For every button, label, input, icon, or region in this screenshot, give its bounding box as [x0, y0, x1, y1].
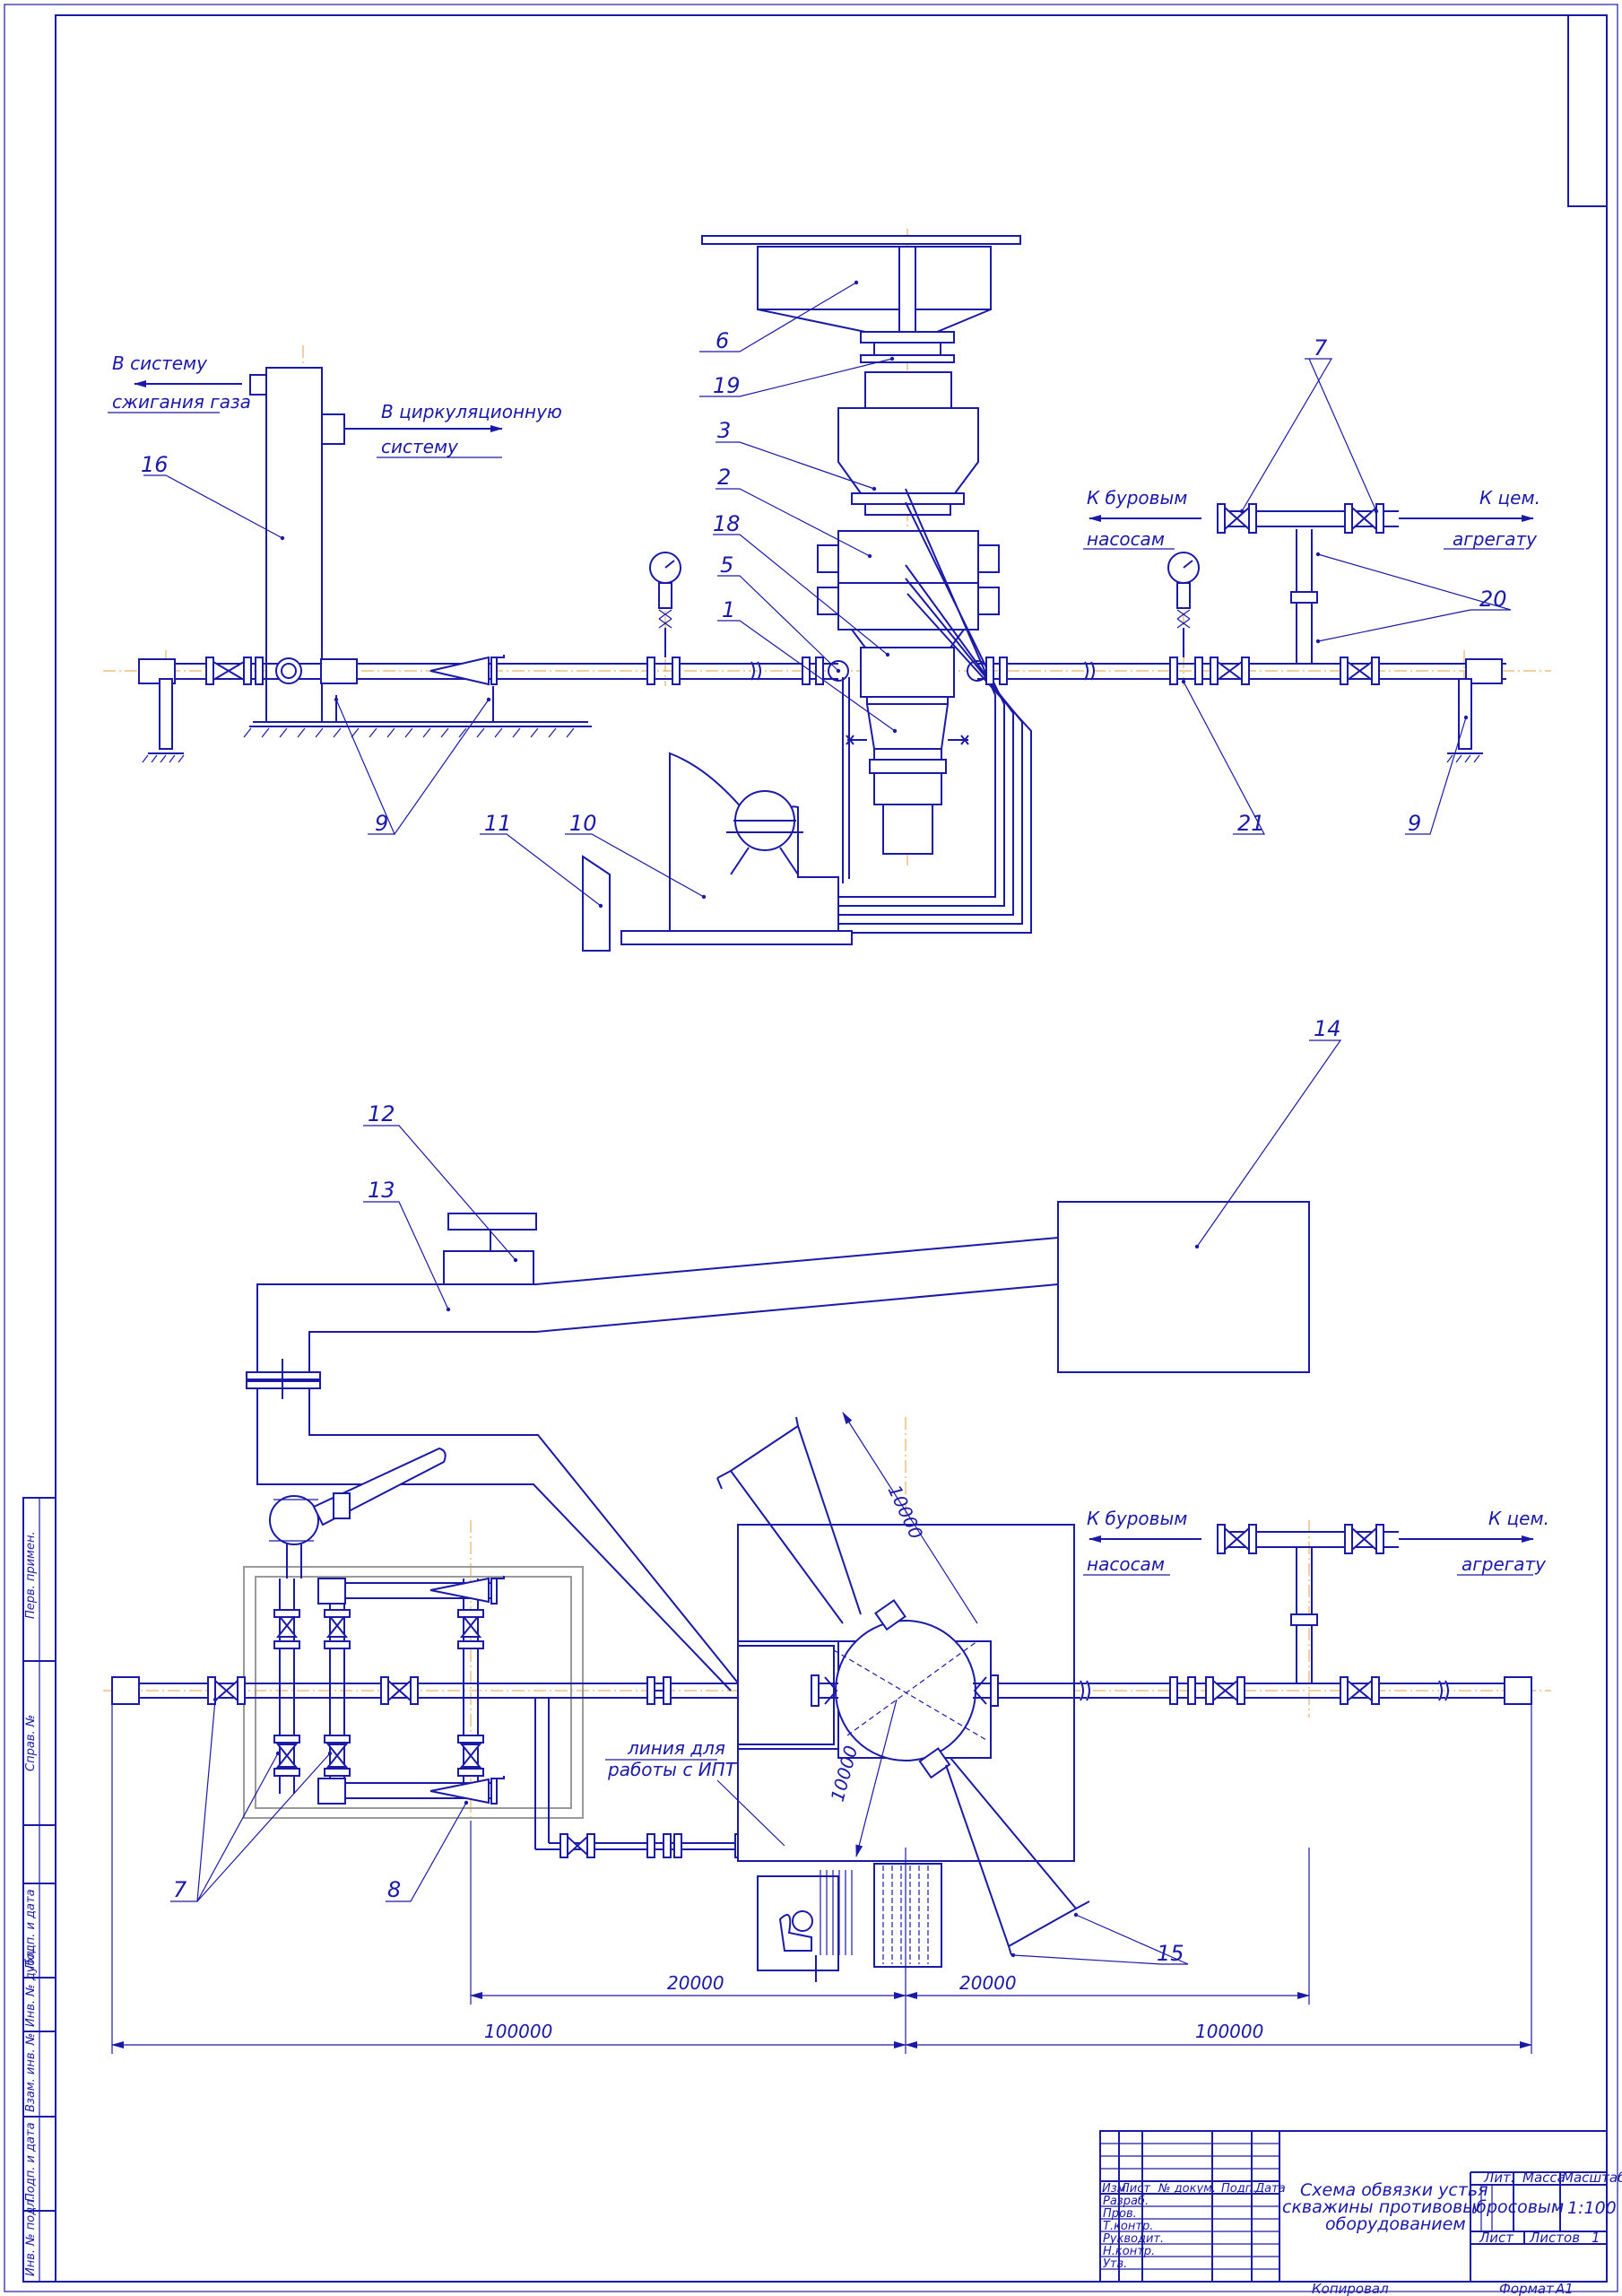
plan-label-to-cem-2: агрегату [1462, 1553, 1547, 1575]
plan-right-line [998, 1524, 1534, 1705]
stamp-perv-primen: Перв. примен. [24, 1531, 38, 1619]
plan-label-to-cem-1: К цем. [1488, 1508, 1549, 1529]
elevation-callouts: 6 19 3 2 18 5 1 16 9 11 10 7 20 21 9 [141, 280, 1512, 909]
callout-12: 12 [368, 1101, 395, 1126]
wellhead-plan: 10000 10000 [716, 1412, 1090, 1982]
left-flow-line [138, 552, 838, 763]
callout-2: 2 [717, 465, 731, 490]
elevation-view: В систему сжигания газа В циркуляционную… [103, 229, 1551, 952]
sheet-frame [4, 4, 1618, 2292]
callout-13: 13 [368, 1178, 395, 1203]
control-console [582, 855, 611, 952]
callout-7-plan: 7 [173, 1877, 187, 1902]
tb-hdr-izm: Изм. [1102, 2182, 1130, 2196]
label-to-gas-burn-2: сжигания газа [112, 391, 251, 413]
plan-callouts: 12 13 14 15 7 8 [170, 1016, 1342, 1966]
tb-format-value: А1 [1555, 2281, 1574, 2296]
tb-hdr-list: Лист [1120, 2182, 1150, 2196]
plan-label-to-pumps-1: К буровым [1087, 1508, 1187, 1529]
tb-hdr-data: Дата [1254, 2182, 1286, 2196]
callout-19: 19 [713, 373, 741, 398]
tb-listov-value: 1 [1592, 2230, 1600, 2246]
tb-list-label: Лист [1479, 2230, 1514, 2246]
stamp-vzam-inv: Взам. инв. № [24, 2033, 38, 2112]
side-stamp: Перв. примен. Справ. № Подп. и дата Инв.… [22, 1497, 56, 2283]
tb-row-utv: Утв. [1103, 2257, 1127, 2271]
callout-8: 8 [387, 1877, 401, 1902]
callout-21: 21 [1237, 811, 1265, 836]
callout-6: 6 [716, 328, 729, 353]
title-block: Изм. Лист № докум. Подп. Дата Разраб. Пр… [1099, 2130, 1622, 2296]
tb-listov-label: Листов [1529, 2230, 1580, 2246]
tb-title-2: скважины противовыбросовым [1282, 2197, 1564, 2217]
stamp-podp-data-1: Подп. и дата [24, 1889, 38, 1969]
dim-100000-right: 100000 [1195, 2021, 1263, 2042]
right-flow-line [977, 503, 1506, 763]
accumulator-unit [620, 752, 853, 945]
plan-label-to-pumps-2: насосам [1087, 1553, 1165, 1575]
tb-kopiroval: Копировал [1312, 2281, 1389, 2296]
label-to-gas-burn-1: В систему [112, 352, 208, 374]
tb-format-label: Формат [1499, 2281, 1555, 2296]
tb-scale-value: 1:100 [1567, 2198, 1617, 2218]
callout-9-left: 9 [375, 811, 388, 836]
tb-row-prov: Пров. [1103, 2207, 1137, 2221]
tb-lit-value: У [1472, 2201, 1481, 2217]
callout-14: 14 [1314, 1016, 1341, 1041]
tb-row-rukovod: Рукводит. [1103, 2232, 1164, 2246]
callout-16: 16 [141, 452, 169, 477]
dim-20000-left: 20000 [667, 1972, 724, 1994]
tb-title-3: оборудованием [1325, 2214, 1466, 2234]
label-to-cem-2: агрегату [1453, 528, 1538, 550]
dim-20000-right: 20000 [959, 1972, 1017, 1994]
callout-5: 5 [720, 552, 733, 578]
flare-line [246, 1201, 1310, 1692]
label-to-pumps-2: насосам [1087, 528, 1165, 550]
callout-20: 20 [1479, 587, 1507, 612]
label-to-cem-1: К цем. [1479, 487, 1540, 509]
label-to-pumps-1: К буровым [1087, 487, 1187, 509]
choke-manifold [111, 1447, 807, 1858]
label-to-circ-1: В циркуляционную [381, 401, 562, 422]
callout-3: 3 [717, 418, 731, 443]
callout-18: 18 [713, 511, 741, 536]
rotor-table [701, 235, 1021, 363]
tb-masshtab: Масштаб [1562, 2170, 1622, 2186]
tb-row-razrab: Разраб. [1103, 2195, 1149, 2208]
callout-9-right: 9 [1408, 811, 1421, 836]
label-ipt-1: линия для [627, 1737, 725, 1759]
stamp-inv-podl: Инв. № подл. [24, 2196, 38, 2276]
tb-hdr-podp: Подп. [1221, 2182, 1256, 2196]
tb-lit: Лит. [1483, 2170, 1515, 2186]
callout-11: 11 [484, 811, 512, 836]
stamp-inv-dubl: Инв. № дубл. [24, 1947, 38, 2027]
dim-100000-left: 100000 [484, 2021, 552, 2042]
callout-10: 10 [569, 811, 597, 836]
tb-massa: Масса [1522, 2170, 1566, 2186]
hydraulic-lines [837, 488, 1032, 934]
stamp-podp-data-2: Подп. и дата [24, 2122, 38, 2202]
label-ipt-2: работы с ИПТ [607, 1759, 738, 1780]
tb-row-nkontr: Н.контр. [1103, 2245, 1155, 2258]
plan-view: 10000 10000 [103, 1201, 1551, 2000]
stamp-sprav-no: Справ. № [24, 1715, 38, 1771]
tb-title-1: Схема обвязки устья [1300, 2180, 1488, 2200]
ram-preventer [817, 530, 1000, 648]
tb-hdr-doc: № докум. [1158, 2182, 1216, 2196]
callout-7-top: 7 [1314, 335, 1328, 361]
callout-1: 1 [722, 597, 735, 622]
column-head [846, 696, 969, 855]
callout-15: 15 [1157, 1941, 1184, 1966]
dimensions: 20000 20000 100000 100000 [111, 1704, 1532, 2054]
annular-preventer [837, 371, 979, 516]
tb-row-tkontr: Т.контр. [1103, 2220, 1153, 2233]
label-to-circ-2: систему [381, 436, 459, 457]
